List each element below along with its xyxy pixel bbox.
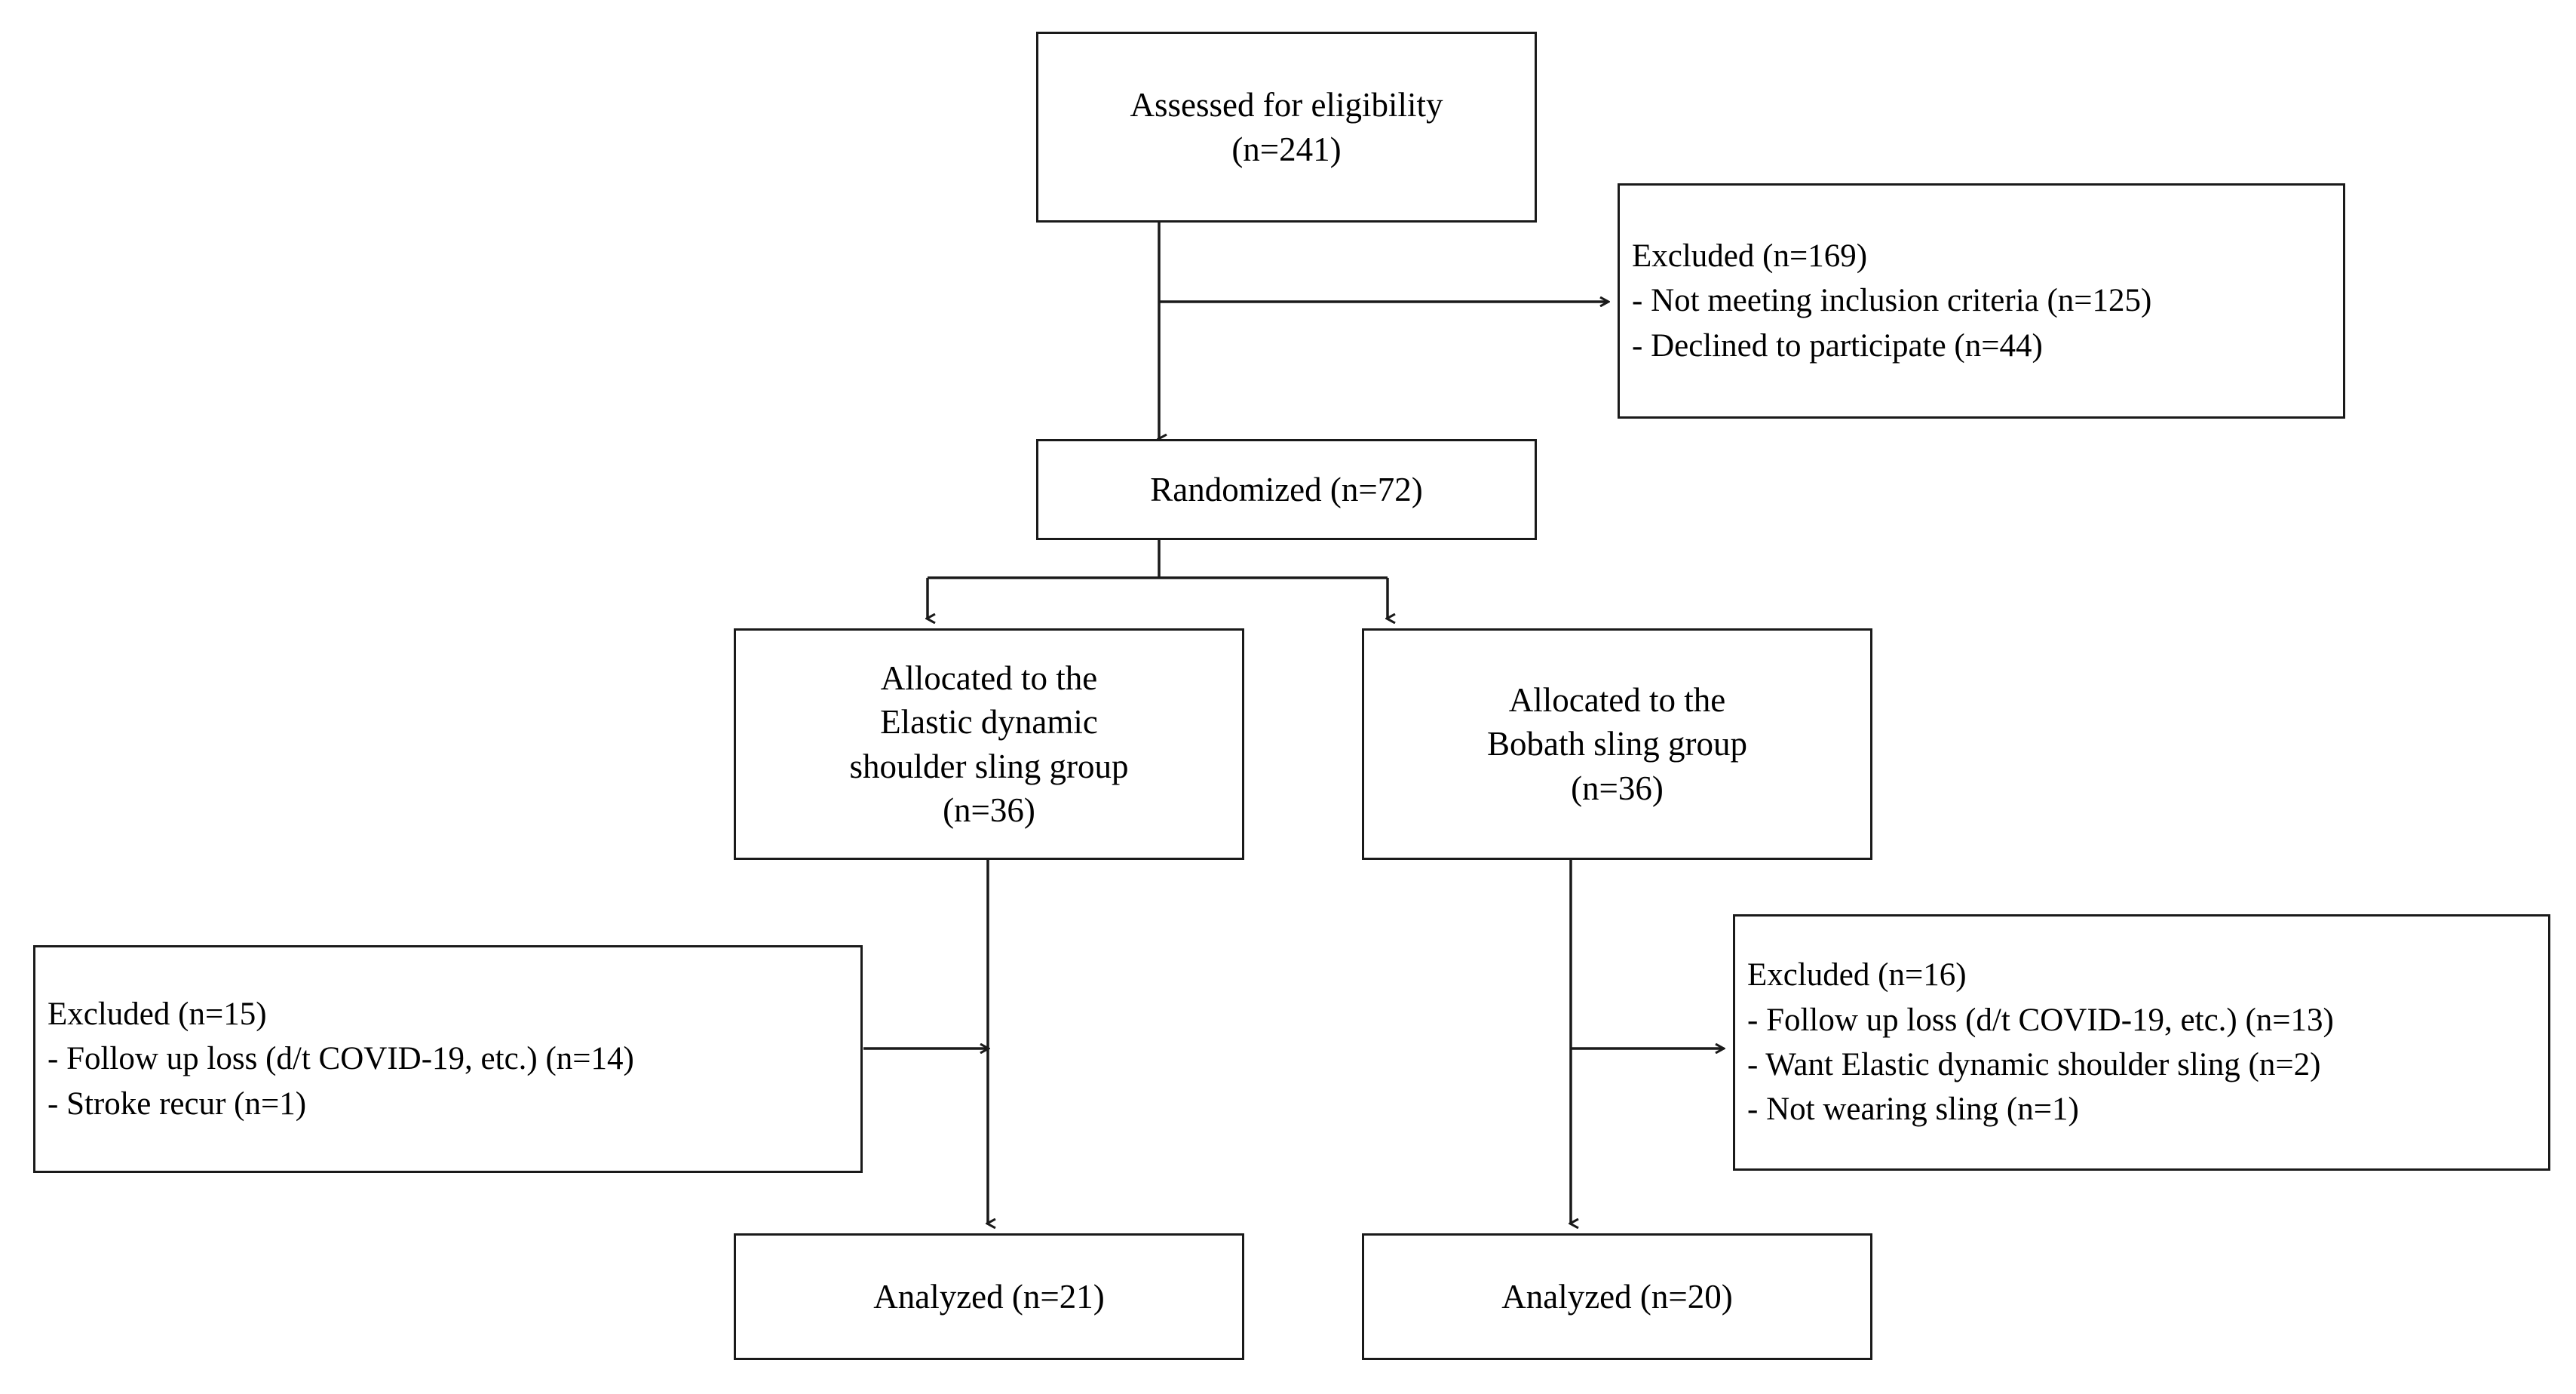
node-line: - Stroke recur (n=1) [48, 1085, 307, 1122]
node-line: shoulder sling group [849, 747, 1129, 785]
node-excluded-left: Excluded (n=15) - Follow up loss (d/t CO… [33, 945, 863, 1173]
node-line: Allocated to the [1508, 680, 1726, 719]
node-line: Randomized (n=72) [1150, 470, 1423, 508]
node-line: Excluded (n=15) [48, 996, 267, 1032]
node-allocated-elastic-dynamic-shoulder-sling: Allocated to the Elastic dynamic shoulde… [734, 628, 1244, 860]
node-line: - Want Elastic dynamic shoulder sling (n… [1747, 1047, 2321, 1082]
node-analyzed-right: Analyzed (n=20) [1362, 1233, 1872, 1360]
node-line: Analyzed (n=20) [1501, 1277, 1733, 1316]
node-excluded-top: Excluded (n=169) - Not meeting inclusion… [1618, 183, 2345, 419]
node-line: - Declined to participate (n=44) [1632, 327, 2043, 364]
node-line: - Follow up loss (d/t COVID-19, etc.) (n… [48, 1041, 634, 1077]
node-line: - Not meeting inclusion criteria (n=125) [1632, 283, 2152, 319]
node-line: Excluded (n=16) [1747, 957, 1967, 993]
node-line: Analyzed (n=21) [873, 1277, 1105, 1316]
node-line: Bobath sling group [1487, 725, 1747, 763]
node-allocated-bobath-sling: Allocated to the Bobath sling group (n=3… [1362, 628, 1872, 860]
node-randomized: Randomized (n=72) [1036, 439, 1537, 540]
node-line: (n=241) [1231, 130, 1342, 168]
node-excluded-right: Excluded (n=16) - Follow up loss (d/t CO… [1733, 914, 2550, 1171]
node-line: (n=36) [1571, 769, 1664, 807]
node-line: Excluded (n=169) [1632, 238, 1868, 274]
node-analyzed-left: Analyzed (n=21) [734, 1233, 1244, 1360]
node-line: (n=36) [943, 791, 1035, 829]
node-line: - Not wearing sling (n=1) [1747, 1092, 2079, 1128]
node-line: Elastic dynamic [880, 703, 1098, 741]
node-line: Allocated to the [880, 659, 1098, 697]
node-line: Assessed for eligibility [1130, 86, 1443, 124]
node-line: - Follow up loss (d/t COVID-19, etc.) (n… [1747, 1002, 2334, 1038]
node-assessed-for-eligibility: Assessed for eligibility (n=241) [1036, 32, 1537, 223]
